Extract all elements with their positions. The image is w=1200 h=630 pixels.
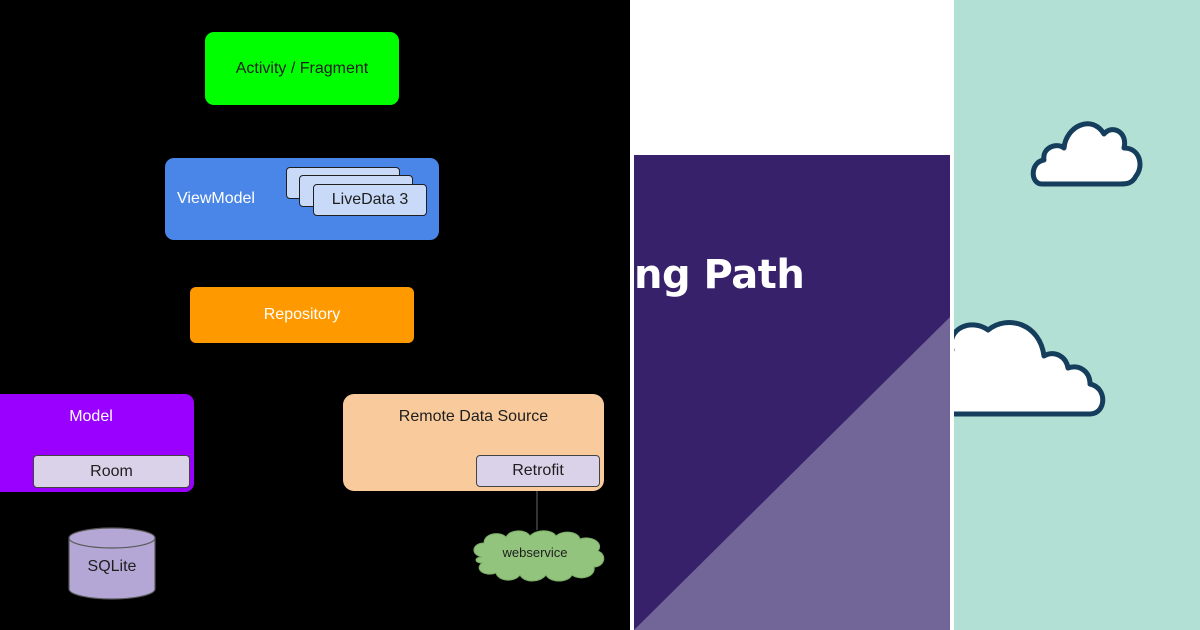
cloud-icon (954, 320, 1106, 417)
database-icon (68, 527, 156, 600)
repository-box: Repository (190, 287, 414, 343)
repository-label: Repository (263, 306, 341, 323)
slide-title: ng Path (634, 252, 805, 298)
sky-panel (954, 0, 1200, 630)
sqlite-label: SQLite (87, 558, 137, 575)
slide-triangle-shape (634, 317, 950, 630)
webservice-cloud-icon (473, 530, 605, 582)
room-label: Room (90, 462, 133, 480)
room-card: Room (33, 455, 190, 488)
activity-fragment-box: Activity / Fragment (205, 32, 399, 105)
retrofit-label: Retrofit (512, 462, 564, 479)
panel-divider (630, 0, 634, 630)
livedata-label: LiveData 3 (331, 191, 409, 208)
panel-divider-2 (950, 0, 954, 630)
model-label: Model (69, 408, 113, 425)
webservice-label: webservice (502, 545, 568, 560)
connector-lines (536, 488, 538, 530)
remote-data-source-label: Remote Data Source (398, 408, 549, 425)
slide-panel (634, 0, 950, 630)
retrofit-card: Retrofit (476, 455, 600, 487)
viewmodel-label: ViewModel (177, 190, 255, 207)
livedata-card-front: LiveData 3 (313, 184, 427, 216)
cloud-icon (1030, 121, 1143, 187)
architecture-diagram: Activity / Fragment ViewModel LiveData 3… (0, 0, 630, 630)
activity-fragment-label: Activity / Fragment (235, 59, 369, 77)
